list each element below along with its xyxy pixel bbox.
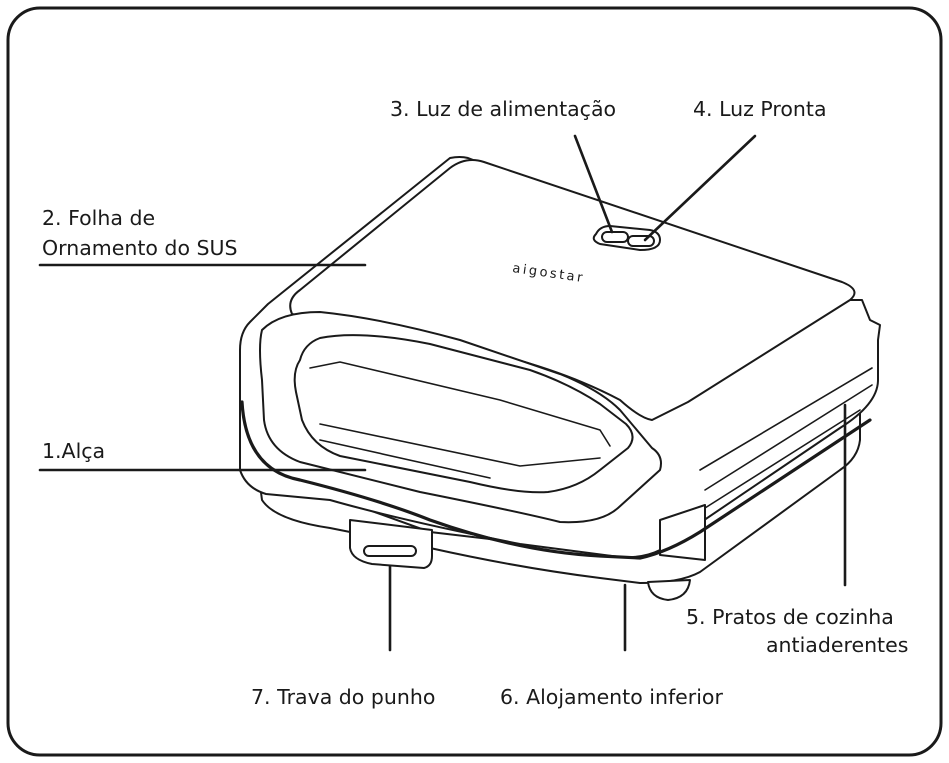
label-handle: 1.Alça [42, 439, 105, 463]
housing-seam [240, 400, 872, 560]
label-cooking-plates-line1: 5. Pratos de cozinha [686, 605, 894, 629]
foot-right [647, 579, 691, 601]
leader-power-light [573, 134, 614, 234]
label-lock: 7. Trava do punho [251, 685, 435, 709]
leader-lines [38, 134, 847, 652]
handle-inner-rim-2 [319, 423, 601, 467]
sandwich-maker-illustration: aigostar [239, 156, 881, 601]
label-cooking-plates-line2: antiaderentes [766, 633, 908, 657]
part-labels: 3. Luz de alimentação 4. Luz Pronta 2. F… [42, 97, 908, 709]
plate-edge-1 [699, 367, 873, 471]
label-sus-sheet-line1: 2. Folha de [42, 206, 155, 230]
handle-lock-slot [363, 545, 417, 557]
label-lower-housing: 6. Alojamento inferior [500, 685, 723, 709]
label-ready-light: 4. Luz Pronta [693, 97, 827, 121]
handle-inner-rim-3 [319, 439, 491, 479]
ready-indicator-light [627, 235, 655, 247]
label-sus-sheet-line2: Ornamento do SUS [42, 236, 238, 260]
power-indicator-light [601, 231, 629, 243]
plate-edge-2 [704, 384, 873, 491]
label-power-light: 3. Luz de alimentação [390, 97, 616, 121]
handle-inner-rim [309, 361, 611, 447]
leader-ready-light [643, 134, 757, 242]
plate-edge-3 [704, 409, 861, 509]
